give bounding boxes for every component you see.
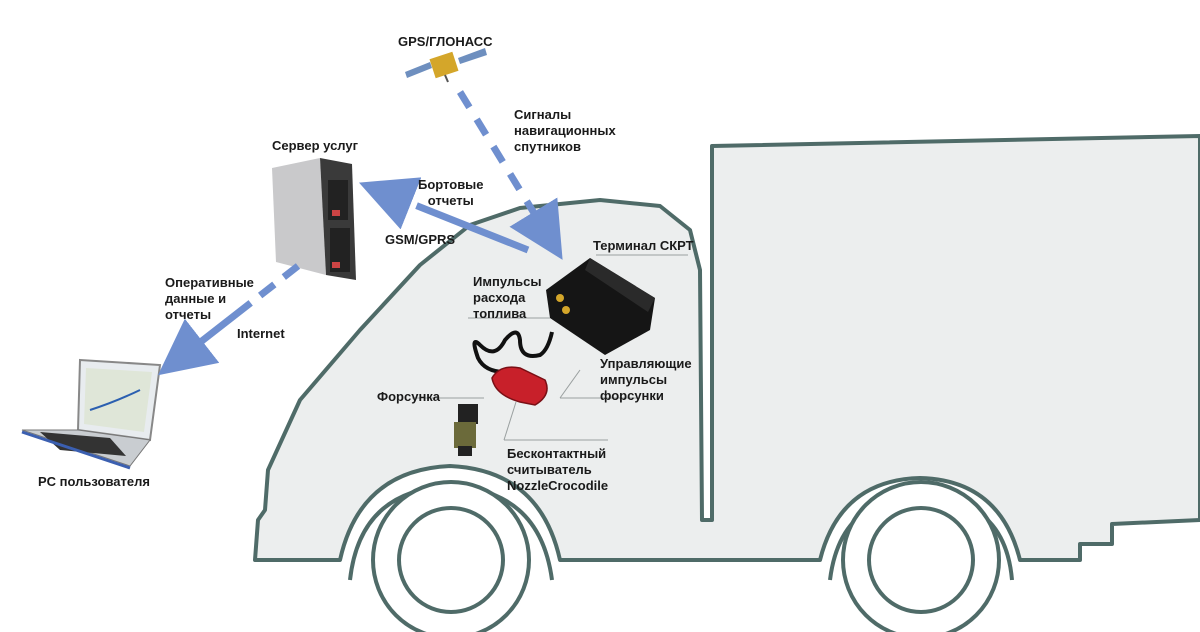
nav-signals-label: Сигналы навигационных спутников (514, 107, 616, 155)
label-line: спутников (514, 139, 581, 154)
leader-lines (412, 254, 688, 441)
gsm-gprs-label: GSM/GPRS (385, 232, 456, 247)
arrow-satellite-to-terminal (457, 90, 563, 260)
label-line: Бесконтактный (507, 446, 607, 461)
label-line: импульсы (600, 372, 668, 387)
server-label: Сервер услуг (272, 138, 359, 153)
nozzle-crocodile-reader-icon (491, 366, 548, 406)
terminal-label: Терминал СКРТ (593, 238, 694, 253)
label-line: Импульсы (473, 274, 542, 289)
label-line: Бортовые (418, 177, 484, 192)
label-line: расхода (473, 290, 526, 305)
server-icon (272, 158, 356, 280)
label-line: данные и (165, 291, 227, 306)
injector-icon (454, 404, 478, 456)
front-wheel-hub (397, 506, 505, 614)
arrow-server-to-pc (157, 263, 301, 376)
onboard-reports-label: Бортовые отчеты (418, 177, 484, 209)
label-line: NozzleCrocodile (507, 478, 609, 493)
label-line: считыватель (507, 462, 592, 477)
label-line: навигационных (514, 123, 616, 138)
label-line: Управляющие (600, 356, 692, 371)
laptop-icon (21, 358, 162, 470)
label-line: форсунки (600, 388, 664, 403)
label-line: Сигналы (514, 107, 572, 122)
arrow-terminal-to-server (358, 177, 530, 254)
reader-label: Бесконтактный считыватель NozzleCrocodil… (507, 446, 608, 494)
operational-data-label: Оперативные данные и отчеты (165, 275, 254, 323)
label-line: топлива (473, 306, 527, 321)
satellite-icon (405, 48, 487, 83)
label-line: Оперативные (165, 275, 254, 290)
label-line: отчеты (427, 193, 474, 208)
terminal-device-icon (546, 258, 655, 355)
truck-silhouette (253, 134, 1200, 632)
reader-cable (472, 330, 554, 374)
satellite-label: GPS/ГЛОНАСС (398, 34, 493, 49)
pc-label: PC пользователя (38, 474, 150, 489)
fuel-pulses-label: Импульсы расхода топлива (473, 274, 541, 322)
label-line: отчеты (165, 307, 212, 322)
rear-wheel-hub (867, 506, 975, 614)
internet-label: Internet (237, 326, 285, 341)
control-pulses-label: Управляющие импульсы форсунки (600, 356, 692, 404)
injector-label: Форсунка (377, 389, 441, 404)
